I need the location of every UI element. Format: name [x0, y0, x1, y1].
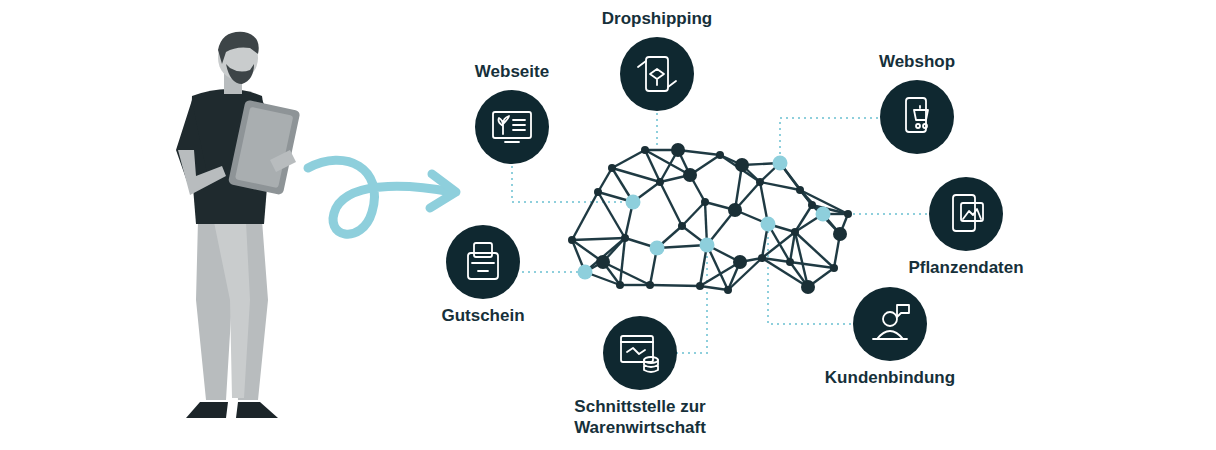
- network-link: [612, 168, 660, 182]
- network-link: [620, 238, 625, 285]
- network-dot: [641, 146, 649, 154]
- network-dot: [616, 281, 624, 289]
- network-dot: [716, 151, 724, 159]
- icon-node: Gutschein: [441, 225, 524, 326]
- network-dot: [733, 255, 747, 269]
- network-dot: [791, 228, 799, 236]
- icon-node: Schnittstelle zur Warenwirtschaft: [553, 316, 728, 438]
- icon-circle: [853, 287, 927, 361]
- network-link: [598, 192, 625, 238]
- node-label: Dropshipping: [602, 8, 712, 29]
- network-link: [700, 286, 728, 290]
- network-dot: [830, 264, 838, 272]
- network-dot: [701, 198, 709, 206]
- network-dot: [568, 236, 576, 244]
- icon-node: Webshop: [879, 51, 955, 154]
- network-link: [612, 150, 645, 168]
- network-dot: [844, 210, 852, 218]
- network-dot: [728, 203, 742, 217]
- network-dot: [671, 143, 685, 157]
- network-dot: [756, 178, 764, 186]
- network-dot: [786, 258, 794, 266]
- network-dot: [594, 188, 602, 196]
- network-dot: [626, 195, 641, 210]
- network-link: [795, 232, 808, 287]
- network-link: [572, 192, 598, 240]
- person-figure: [176, 32, 300, 418]
- icon-node: Dropshipping: [602, 8, 712, 111]
- network-link: [585, 238, 625, 272]
- network-link: [660, 182, 682, 226]
- network-link: [795, 232, 834, 268]
- network-dot: [621, 234, 629, 242]
- network-link: [650, 285, 700, 286]
- network-dot: [596, 255, 610, 269]
- network-link: [762, 232, 795, 258]
- network-link: [572, 238, 625, 240]
- icon-circle: [475, 90, 549, 164]
- network-dot: [578, 265, 593, 280]
- node-label: Schnittstelle zur Warenwirtschaft: [553, 396, 728, 438]
- network-dot: [758, 254, 766, 262]
- network-dot: [816, 207, 831, 222]
- network-cloud: [568, 143, 852, 294]
- network-dot: [808, 201, 816, 209]
- node-label: Gutschein: [441, 305, 524, 326]
- network-dot: [735, 158, 749, 172]
- network-dot: [833, 227, 847, 241]
- icon-node: Webseite: [475, 61, 549, 164]
- network-dot: [608, 164, 616, 172]
- network-link: [603, 262, 650, 285]
- icon-node: Pflanzendaten: [908, 177, 1023, 278]
- network-dot: [656, 178, 664, 186]
- network-link: [620, 284, 650, 286]
- icon-circle: [929, 177, 1003, 251]
- curly-arrow: [308, 160, 456, 234]
- network-dot: [724, 286, 732, 294]
- network-dot: [696, 282, 704, 290]
- network-link: [598, 168, 612, 192]
- node-label: Kundenbindung: [825, 367, 955, 388]
- icon-circle: [603, 316, 677, 390]
- network-dot: [700, 238, 715, 253]
- network-link: [682, 202, 705, 226]
- network-dot: [683, 168, 697, 182]
- network-dot: [650, 241, 665, 256]
- node-label: Pflanzendaten: [908, 257, 1023, 278]
- network-dot: [678, 222, 686, 230]
- icon-node: Kundenbindung: [825, 287, 955, 388]
- node-label: Webseite: [475, 61, 549, 82]
- network-dot: [773, 156, 788, 171]
- network-dot: [801, 280, 815, 294]
- network-link: [657, 245, 707, 248]
- network-dot: [646, 281, 654, 289]
- network-dot: [761, 217, 776, 232]
- icon-circle: [620, 37, 694, 111]
- network-dot: [796, 186, 804, 194]
- node-label: Webshop: [879, 51, 955, 72]
- icon-circle: [880, 80, 954, 154]
- icon-circle: [446, 225, 520, 299]
